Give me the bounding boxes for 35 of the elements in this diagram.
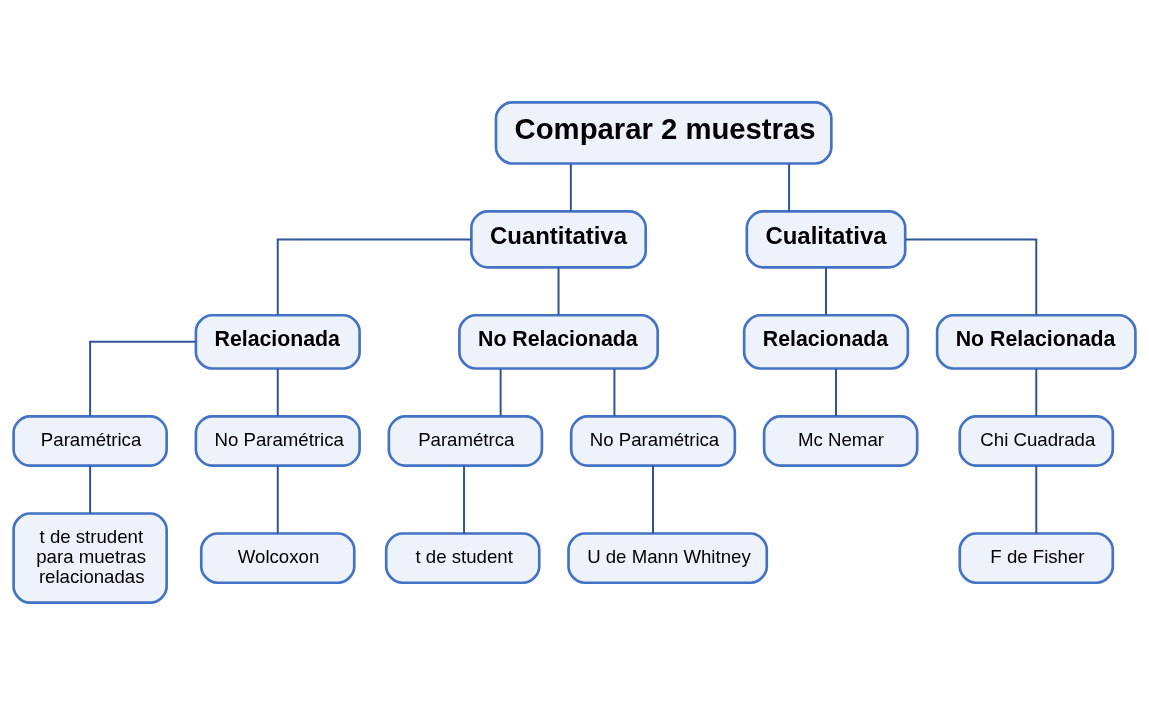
- connector: [89, 340, 197, 417]
- connector: [904, 237, 1038, 316]
- connector: [652, 464, 654, 534]
- connector: [569, 162, 572, 212]
- connector: [613, 367, 616, 417]
- node-box: Paramétrica: [12, 414, 168, 467]
- node-box: Cuantitativa: [470, 209, 648, 269]
- node-box: t de strudent para muetras relacionadas: [12, 511, 168, 604]
- connector: [276, 237, 473, 316]
- node-box: No Paramétrica: [569, 414, 737, 467]
- node-box: U de Mann Whitney: [567, 531, 769, 584]
- node-box: No Relacionada: [935, 313, 1137, 370]
- node-box: Mc Nemar: [762, 414, 919, 467]
- connector: [276, 367, 279, 417]
- node-box: F de Fisher: [958, 531, 1115, 584]
- node-box: Paramétrca: [387, 414, 544, 467]
- connector: [835, 367, 837, 417]
- node-box: Comparar 2 muestras: [494, 100, 833, 165]
- node-box: No Relacionada: [458, 313, 659, 370]
- node-box: Relacionada: [194, 313, 361, 370]
- connector: [276, 464, 279, 534]
- node-box: t de student: [384, 531, 541, 584]
- connector: [1035, 464, 1038, 534]
- node-box: Wolcoxon: [199, 531, 356, 584]
- node-box: Chi Cuadrada: [958, 414, 1115, 467]
- connector: [463, 464, 466, 534]
- connector: [89, 464, 92, 514]
- connector: [825, 265, 827, 316]
- connector: [557, 265, 560, 316]
- connector: [788, 162, 791, 212]
- node-box: Cualitativa: [745, 209, 907, 269]
- connector: [1035, 367, 1038, 417]
- node-box: No Paramétrica: [194, 414, 361, 467]
- node-box: Relacionada: [742, 313, 910, 370]
- connector: [499, 367, 502, 417]
